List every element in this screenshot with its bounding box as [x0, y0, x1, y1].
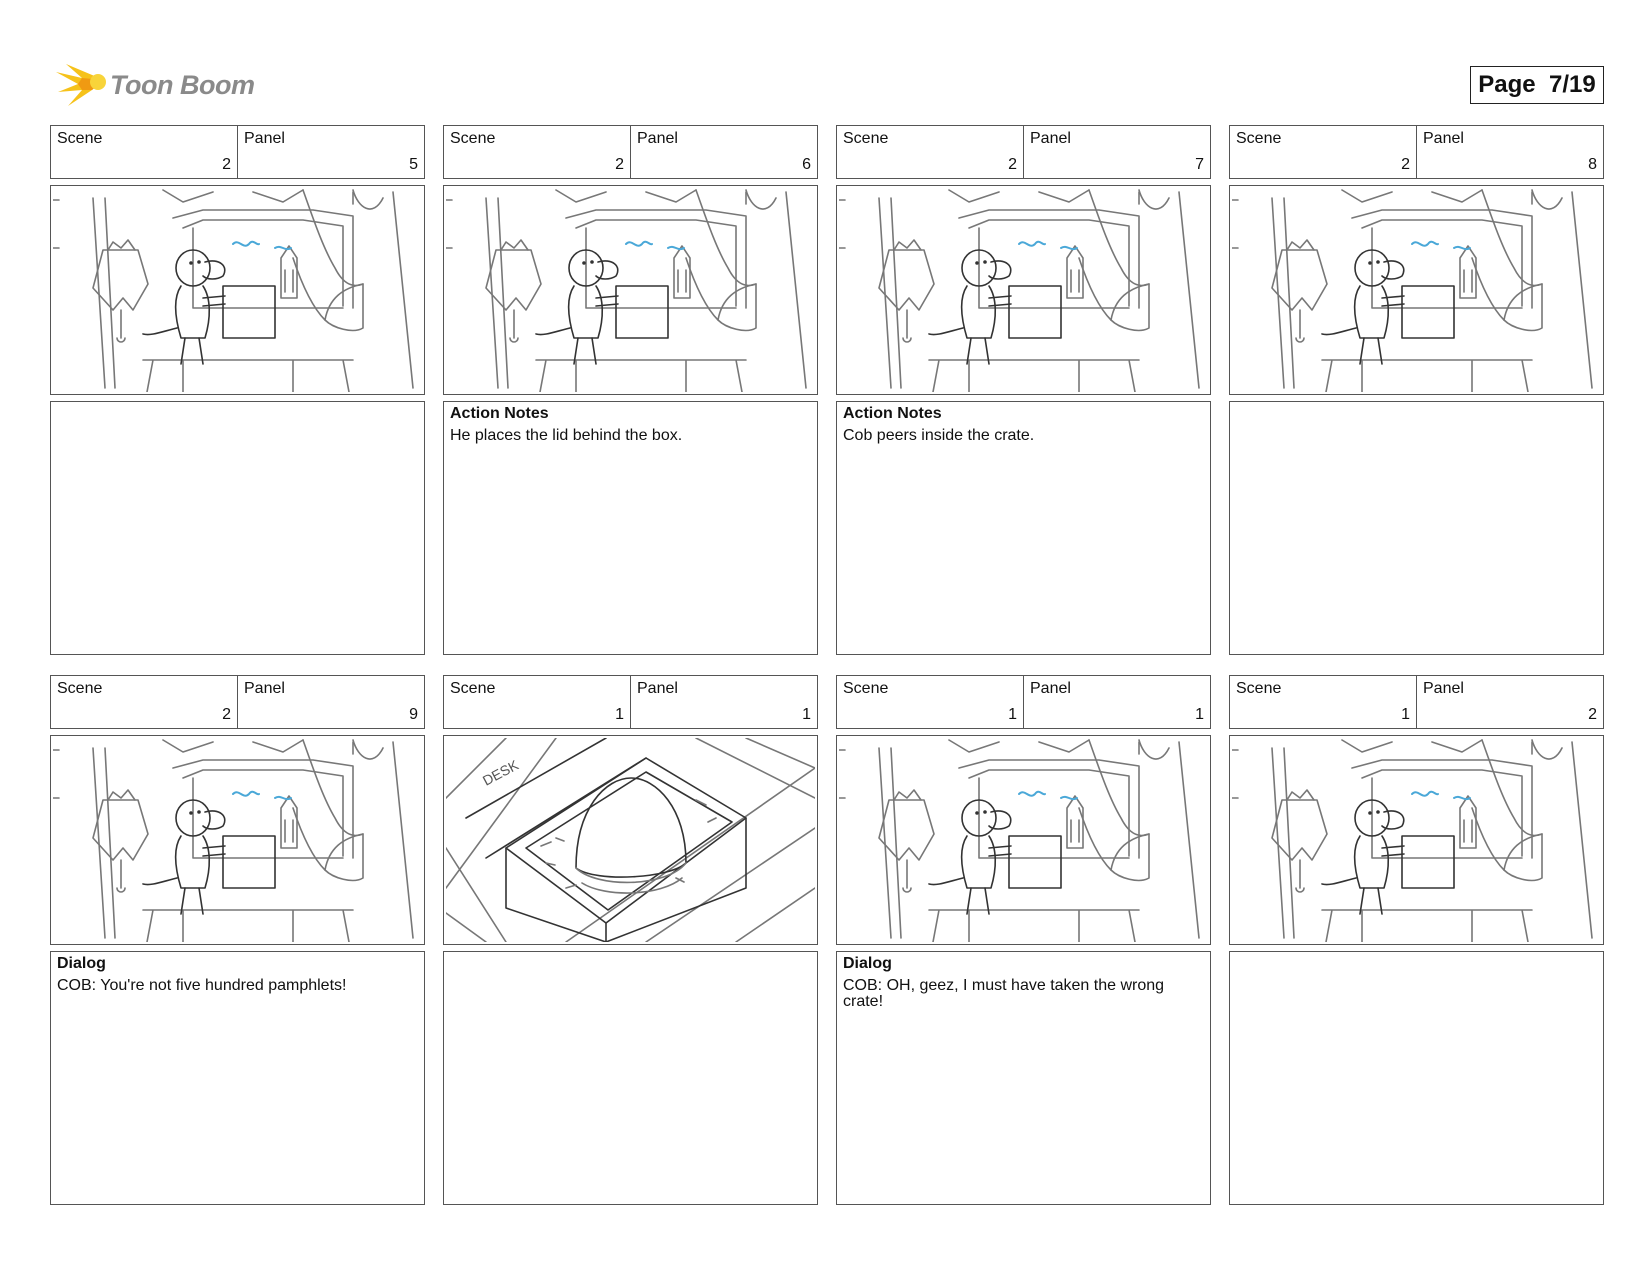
- scene-number: 2: [222, 706, 231, 723]
- panel-sketch[interactable]: [50, 185, 425, 395]
- notes-text: COB: You're not five hundred pamphlets!: [57, 977, 347, 994]
- panel-notes[interactable]: [1229, 401, 1604, 655]
- panel-number: 8: [1588, 156, 1597, 173]
- scene-number: 1: [1401, 706, 1410, 723]
- logo-burst-icon: [56, 64, 106, 106]
- room-sketch-image: [1232, 189, 1593, 392]
- panel-notes[interactable]: [1229, 951, 1604, 1205]
- notes-title: Dialog: [57, 955, 106, 972]
- room-sketch-image: [53, 189, 414, 392]
- scene-number: 2: [615, 156, 624, 173]
- panel-notes[interactable]: [443, 951, 818, 1205]
- scene-number: 1: [615, 706, 624, 723]
- panel-notes[interactable]: Dialog COB: OH, geez, I must have taken …: [836, 951, 1211, 1205]
- logo-text: Toon Boom: [110, 69, 255, 100]
- panel-sketch[interactable]: [836, 735, 1211, 945]
- notes-text: Cob peers inside the crate.: [843, 427, 1035, 444]
- notes-title: Dialog: [843, 955, 892, 972]
- room-sketch-image: [1232, 739, 1593, 942]
- panel-number: 1: [802, 706, 811, 723]
- notes-title: Action Notes: [450, 405, 549, 422]
- panel-notes[interactable]: [50, 401, 425, 655]
- panel-sketch[interactable]: [443, 185, 818, 395]
- panel-number: 9: [409, 706, 418, 723]
- page-number: Page 7/19: [1470, 66, 1604, 104]
- notes-title: Action Notes: [843, 405, 942, 422]
- notes-text: COB: OH, geez, I must have taken the wro…: [843, 977, 1165, 1010]
- scene-number: 2: [1401, 156, 1410, 173]
- crate-egg-sketch-image: DESK: [446, 738, 815, 942]
- panel-number: 6: [802, 156, 811, 173]
- panel-sketch[interactable]: [836, 185, 1211, 395]
- panel-notes[interactable]: Action Notes He places the lid behind th…: [443, 401, 818, 655]
- panel-number: 5: [409, 156, 418, 173]
- room-sketch-image: [839, 739, 1200, 942]
- notes-text: He places the lid behind the box.: [450, 427, 683, 444]
- room-sketch-image: [446, 189, 807, 392]
- panel-number: 7: [1195, 156, 1204, 173]
- desk-label: DESK: [480, 756, 522, 788]
- panel-sketch[interactable]: [1229, 185, 1604, 395]
- panel-number: 2: [1588, 706, 1597, 723]
- scene-number: 2: [222, 156, 231, 173]
- panel-sketch[interactable]: [1229, 735, 1604, 945]
- scene-number: 1: [1008, 706, 1017, 723]
- panel-sketch[interactable]: [50, 735, 425, 945]
- panel-notes[interactable]: Dialog COB: You're not five hundred pamp…: [50, 951, 425, 1205]
- room-sketch-image: [53, 739, 414, 942]
- panel-number: 1: [1195, 706, 1204, 723]
- toon-boom-logo: Toon Boom: [52, 58, 255, 112]
- room-sketch-image: [839, 189, 1200, 392]
- scene-number: 2: [1008, 156, 1017, 173]
- panel-sketch[interactable]: DESK: [443, 735, 818, 945]
- panel-notes[interactable]: Action Notes Cob peers inside the crate.: [836, 401, 1211, 655]
